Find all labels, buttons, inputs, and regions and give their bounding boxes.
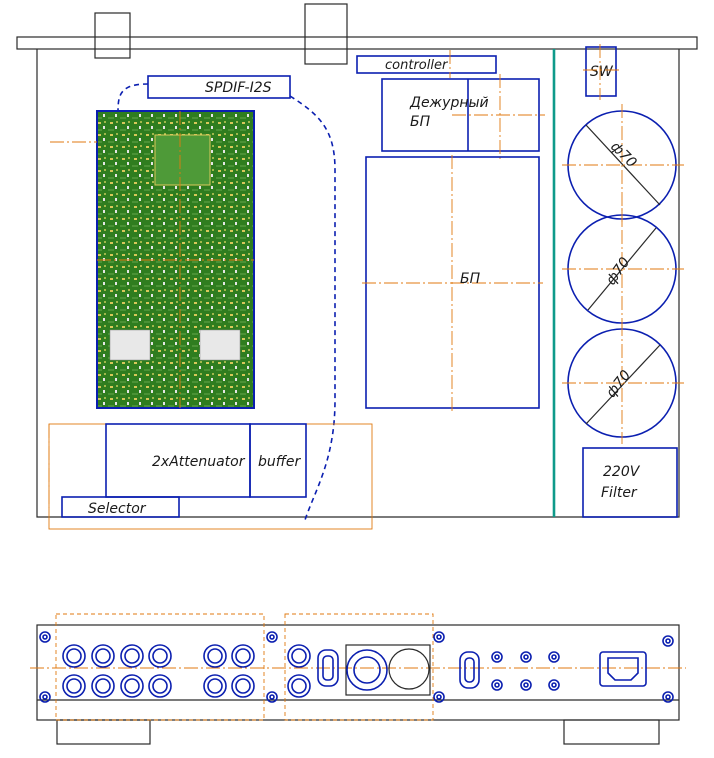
iec-inlet-socket — [607, 657, 639, 681]
attenuator-label: 2xAttenuator — [152, 454, 246, 470]
optical-output-inner — [464, 657, 475, 683]
optical-output — [459, 651, 480, 689]
front-rail — [16, 36, 698, 50]
optical-input-inner — [322, 655, 334, 681]
pcb-chip — [154, 134, 211, 186]
standby-label-1: Дежурный — [409, 95, 489, 111]
spdif-label: SPDIF-I2S — [205, 80, 272, 96]
optical-input — [317, 649, 339, 687]
transformer-1: ф70 — [562, 104, 684, 225]
main-psu — [365, 156, 540, 409]
digital-rca-jacks — [287, 644, 311, 698]
foot-right — [563, 719, 660, 745]
power-switch — [585, 46, 617, 97]
filter-label-2: Filter — [601, 485, 638, 501]
buffer-module — [249, 423, 307, 498]
rca-zone — [55, 613, 265, 721]
xlr-plate — [345, 644, 431, 696]
trigger-jacks — [491, 651, 560, 691]
phi-label-3: ф70 — [603, 367, 634, 400]
chassis-outline — [36, 49, 680, 518]
xlr-blank — [388, 648, 430, 690]
phi-label-1: ф70 — [607, 139, 639, 171]
top-view: SPDIF-I2S controller Дежурный БП БП SW — [16, 3, 698, 530]
phi-label-2: ф70 — [603, 255, 633, 289]
xlr-connector — [346, 649, 388, 691]
psu-label: БП — [460, 271, 481, 287]
selector-module — [61, 496, 180, 518]
transformer-2: ф70 — [562, 208, 684, 330]
spdif-wire-right — [289, 95, 336, 521]
mains-filter — [582, 447, 678, 518]
handle-right — [304, 3, 348, 65]
sw-label: SW — [590, 64, 614, 80]
rca-jacks-left — [62, 644, 172, 698]
standby-psu — [381, 78, 540, 152]
spdif-wire-left — [117, 83, 149, 113]
panel-screws — [39, 631, 674, 703]
xlr-connector-inner — [353, 656, 381, 684]
rca-jacks-right — [203, 644, 255, 698]
io-zone — [284, 613, 434, 721]
rear-panel-view — [30, 613, 686, 745]
filter-label-1: 220V — [603, 464, 641, 480]
pcb-relay-right — [199, 329, 241, 361]
foot-left — [56, 719, 151, 745]
handle-left — [94, 12, 131, 59]
selector-label: Selector — [88, 501, 147, 517]
buffer-label: buffer — [258, 454, 301, 470]
spdif-i2s-module — [147, 75, 291, 99]
iec-inlet-outer — [599, 651, 647, 687]
pcb-relay-left — [109, 329, 151, 361]
transformer-3: ф70 — [562, 322, 684, 444]
controller-module — [356, 55, 497, 74]
standby-label-2: БП — [410, 114, 431, 130]
controller-label: controller — [385, 58, 449, 73]
rear-panel-outline — [36, 624, 680, 721]
